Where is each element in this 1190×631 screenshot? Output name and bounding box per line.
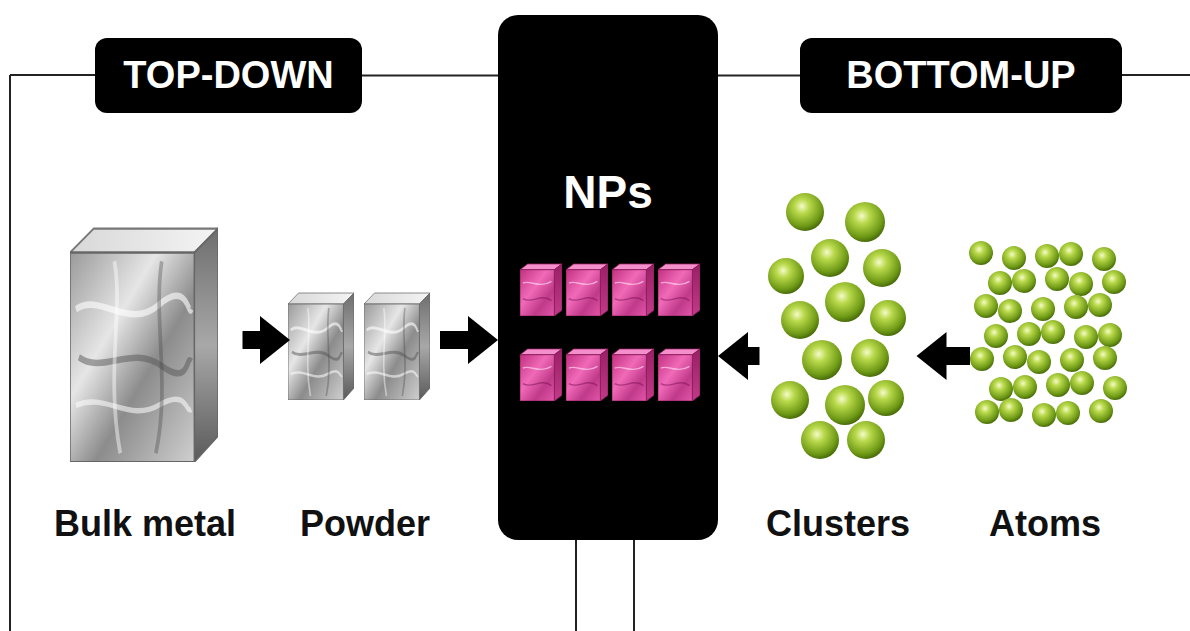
atom-sphere — [1089, 399, 1113, 423]
atom-sphere — [1102, 270, 1126, 294]
atom-sphere — [1032, 403, 1056, 427]
atom-sphere — [989, 377, 1013, 401]
atom-sphere — [1003, 345, 1027, 369]
bulk-metal-cube — [70, 229, 218, 462]
block-arrow — [440, 316, 498, 364]
atom-sphere — [1064, 295, 1088, 319]
atom-sphere — [1103, 376, 1127, 400]
nanoparticle-cubes — [520, 264, 700, 401]
item-label: Clusters — [766, 502, 910, 545]
atom-sphere — [969, 241, 993, 265]
item-label: Powder — [300, 502, 430, 545]
atom-sphere — [988, 271, 1012, 295]
atom-sphere — [1088, 293, 1112, 317]
atom-sphere — [1041, 320, 1065, 344]
illustration-node: Clusters — [760, 190, 917, 545]
atom-sphere — [1070, 371, 1094, 395]
atom-sphere — [1012, 269, 1036, 293]
atom-sphere — [1093, 346, 1117, 370]
atom-sphere — [999, 398, 1023, 422]
product-panel: NPs — [498, 15, 718, 540]
section-tag: BOTTOM-UP — [800, 38, 1122, 113]
atom-sphere — [984, 324, 1008, 348]
connector-line — [718, 75, 800, 77]
cluster-spheres — [768, 193, 906, 459]
frame-line — [575, 540, 577, 631]
atom-sphere — [1059, 242, 1083, 266]
block-arrow — [917, 332, 971, 380]
frame-line — [1121, 74, 1190, 76]
block-arrow — [243, 316, 291, 364]
frame-line — [9, 75, 11, 631]
section-title: TOP-DOWN — [123, 53, 333, 99]
powder-cubes — [288, 293, 430, 400]
item-label: Bulk metal — [54, 502, 236, 545]
atom-spheres — [969, 241, 1127, 427]
atom-sphere — [1035, 244, 1059, 268]
illustration-node: Bulk metal — [48, 215, 243, 545]
atom-sphere — [1092, 247, 1116, 271]
illustration-node: Atoms — [970, 215, 1120, 545]
atom-sphere — [975, 400, 999, 424]
np-panel — [498, 15, 718, 540]
atom-sphere — [1069, 272, 1093, 296]
section-tag: TOP-DOWN — [95, 38, 362, 113]
atom-sphere — [1046, 373, 1070, 397]
atom-sphere — [1017, 322, 1041, 346]
atom-sphere — [1045, 267, 1069, 291]
atom-sphere — [998, 299, 1022, 323]
frame-line — [633, 540, 635, 631]
atom-sphere — [1060, 348, 1084, 372]
frame-line — [10, 74, 96, 76]
block-arrow — [718, 332, 760, 380]
atom-sphere — [1002, 246, 1026, 270]
panel-title: NPs — [563, 15, 652, 220]
atom-sphere — [970, 347, 994, 371]
atom-sphere — [974, 294, 998, 318]
connector-line — [362, 75, 498, 77]
item-label: Atoms — [989, 502, 1101, 545]
atom-sphere — [1098, 323, 1122, 347]
atom-sphere — [1031, 297, 1055, 321]
illustration-node: Powder — [290, 215, 440, 545]
atom-sphere — [1013, 375, 1037, 399]
atom-sphere — [1056, 401, 1080, 425]
atom-sphere — [1027, 350, 1051, 374]
section-title: BOTTOM-UP — [846, 53, 1075, 99]
atom-sphere — [1074, 325, 1098, 349]
